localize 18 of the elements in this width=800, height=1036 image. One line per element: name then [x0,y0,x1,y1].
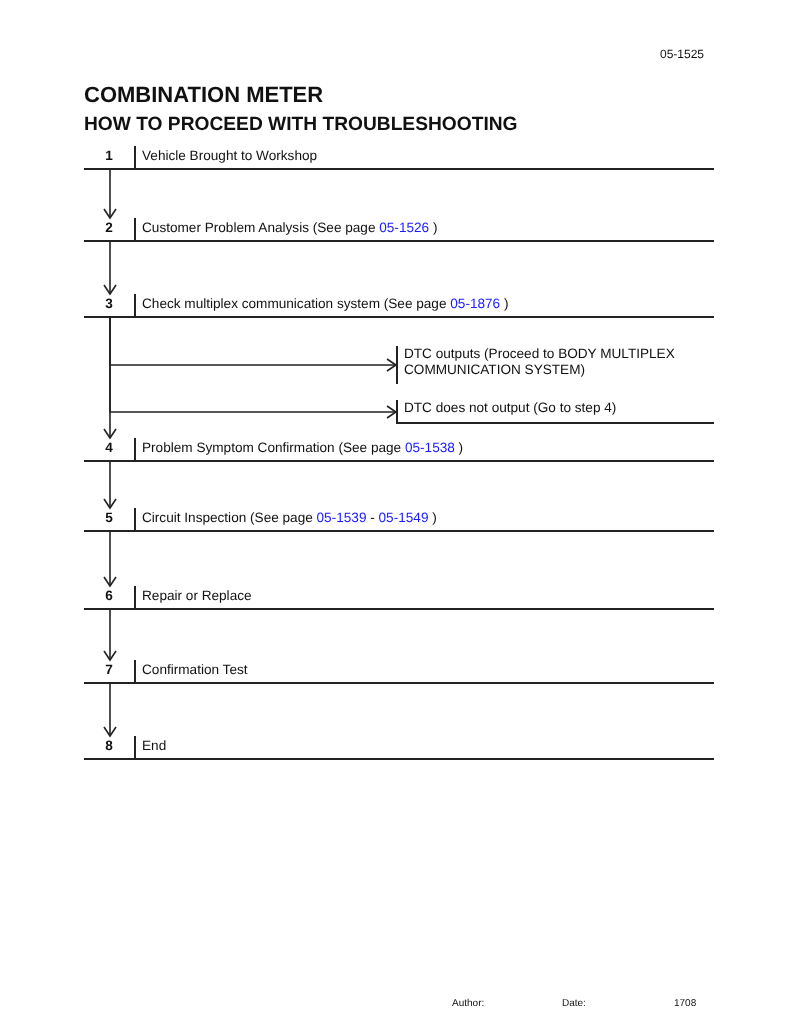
step-row [84,508,714,532]
arrow [103,683,117,737]
arrow [103,531,117,587]
section-heading: HOW TO PROCEED WITH TROUBLESHOOTING [84,114,518,137]
step-row [84,146,714,170]
step-row [84,660,714,684]
arrow [103,461,117,509]
arrow [103,241,117,295]
arrow [103,317,117,439]
step-row [84,294,714,318]
step-row [84,736,714,760]
arrow [103,609,117,661]
step-row [84,438,714,462]
page-title: COMBINATION METER [84,84,324,110]
arrow [103,169,117,219]
step-row [84,586,714,610]
step-row [84,218,714,242]
result-row [396,400,714,424]
